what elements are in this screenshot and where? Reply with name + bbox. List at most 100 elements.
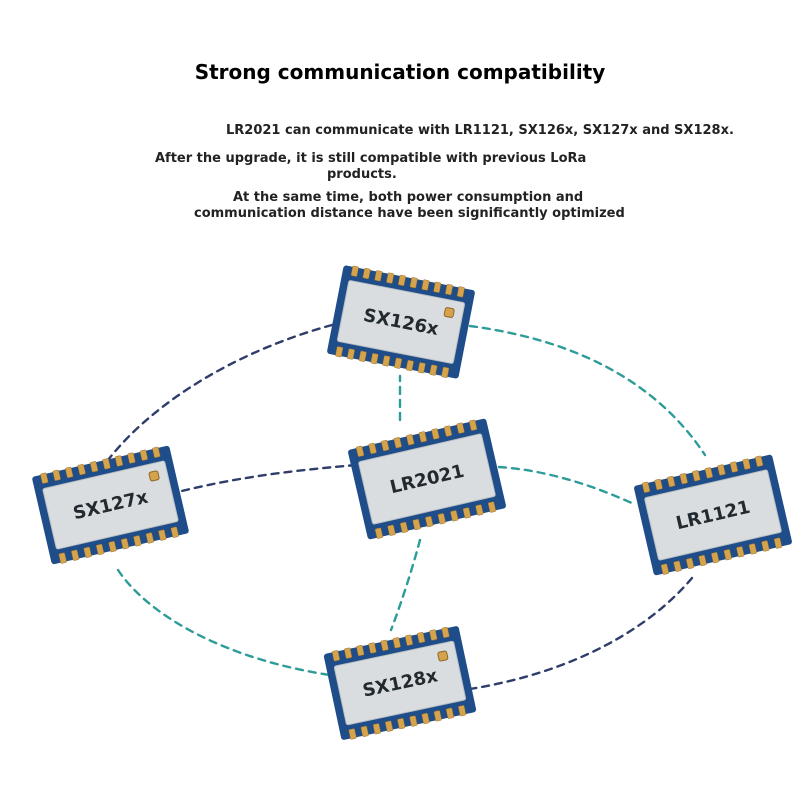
chip-pin-lr1121-top-4 [679,473,688,485]
chip-pin-sx127x-bottom-5 [108,541,117,553]
chip-pin-sx126x-bottom-1 [335,346,344,358]
chip-pin-sx128x-bottom-2 [360,725,369,737]
chip-pin-lr2021-top-6 [418,431,427,443]
connector-top-left [106,323,334,462]
chip-pin-lr2021-bottom-8 [462,507,471,519]
chip-sx128x[interactable]: SX128x [323,625,477,742]
connector-left-bottom [116,568,332,677]
chip-pin-sx128x-top-4 [368,642,377,654]
chip-pin-lr2021-top-8 [443,425,453,437]
chip-pin-lr1121-top-6 [704,467,713,479]
chip-pin-lr1121-bottom-3 [686,557,695,569]
chip-pin-lr2021-top-1 [356,445,365,457]
chip-sx126x[interactable]: SX126x [326,264,475,380]
chip-pin-lr1121-bottom-4 [698,554,707,567]
connector-center-left [164,463,358,497]
chip-pin-sx128x-top-9 [429,629,438,641]
chip-pin-lr1121-bottom-10 [773,537,783,549]
chip-shield-sx126x [337,280,465,364]
optimization-statement-line-1: At the same time, both power consumption… [233,190,584,205]
chip-pin-sx128x-bottom-3 [372,723,381,735]
chip-pin-sx126x-bottom-10 [441,366,450,378]
chip-pin-sx126x-top-6 [409,277,418,289]
chip-pin-lr2021-bottom-9 [475,504,484,516]
chip-pin-sx128x-top-10 [441,626,450,638]
chip-pin-sx128x-top-6 [392,637,401,649]
chip-pin-sx128x-bottom-6 [409,715,418,727]
chip-pin-lr2021-bottom-5 [425,516,434,528]
chip-pin-lr2021-top-9 [456,422,465,434]
page-title: Strong communication compatibility [194,60,606,84]
antenna-pad-sx128x [437,650,449,662]
connector-center-right [497,465,638,507]
chip-pin-sx127x-bottom-2 [71,549,80,561]
antenna-pad-sx127x [148,470,160,482]
chip-pin-sx128x-bottom-8 [433,710,442,722]
connector-right-bottom [468,576,694,691]
chip-pin-lr1121-bottom-5 [711,552,720,564]
chip-shield-lr1121 [644,469,782,561]
chip-pin-sx126x-bottom-4 [370,353,379,365]
chip-pin-sx128x-bottom-1 [348,728,357,740]
upgrade-statement-line-2: products. [327,167,397,182]
chip-pin-sx128x-bottom-4 [385,720,394,732]
chip-pin-sx127x-top-4 [77,464,86,476]
chip-shield-sx127x [42,460,179,550]
chip-pin-sx126x-top-2 [362,268,371,280]
chip-pin-sx128x-top-1 [331,650,340,662]
connector-center-bottom [389,538,422,632]
chip-pin-sx127x-bottom-3 [83,546,92,558]
chip-pin-sx126x-bottom-2 [347,348,355,360]
chip-pin-sx126x-bottom-8 [417,362,426,374]
chip-pin-sx128x-bottom-9 [445,707,454,719]
chip-pin-lr2021-top-5 [406,434,415,446]
chip-pin-sx128x-top-7 [404,634,413,646]
chip-pin-lr2021-bottom-6 [437,513,446,525]
chip-pin-sx126x-bottom-6 [394,357,403,369]
chip-pin-lr1121-top-8 [729,461,739,473]
chip-pin-sx126x-top-7 [421,279,430,291]
chip-pin-lr2021-bottom-4 [412,518,421,531]
chip-pin-sx127x-top-6 [102,458,111,470]
chip-pin-lr2021-top-4 [393,437,402,449]
chip-pin-sx127x-top-2 [52,469,61,481]
chip-pin-sx128x-bottom-5 [397,718,406,730]
chip-pin-lr2021-top-7 [431,428,440,440]
chip-pin-lr2021-bottom-10 [487,501,497,513]
chip-sx127x[interactable]: SX127x [31,444,189,565]
chip-pin-lr1121-top-2 [654,478,663,490]
chip-pin-sx126x-top-8 [433,281,442,293]
antenna-pad-sx126x [443,307,455,318]
chip-pin-sx127x-top-1 [40,472,49,484]
chip-pin-lr2021-top-2 [368,442,377,454]
chip-pin-lr1121-bottom-2 [673,560,682,572]
chip-pin-lr1121-bottom-6 [723,549,732,561]
chip-pin-lr2021-top-10 [469,419,478,431]
chip-pin-sx126x-top-1 [350,265,359,277]
chip-pin-sx126x-bottom-3 [358,350,367,362]
chip-lr1121[interactable]: LR1121 [633,453,793,577]
connector-top-right [468,324,707,457]
chip-pin-lr1121-top-5 [692,470,701,482]
chip-pin-lr2021-bottom-2 [387,524,396,536]
chip-pin-lr2021-bottom-3 [400,521,409,533]
chip-pin-lr2021-bottom-7 [450,510,459,522]
chip-pin-sx128x-top-3 [356,645,365,657]
compatibility-statement: LR2021 can communicate with LR1121, SX12… [226,123,734,138]
chip-pin-lr1121-top-7 [717,464,726,476]
chip-pin-lr2021-bottom-1 [374,527,384,539]
chip-pin-sx126x-top-5 [398,274,406,286]
chip-pin-sx127x-bottom-9 [158,529,167,541]
chip-pin-sx127x-top-10 [152,446,161,458]
chip-pin-lr1121-top-1 [642,481,651,493]
chip-pin-lr1121-bottom-1 [660,563,670,575]
optimization-statement-line-2: communication distance have been signifi… [194,206,625,221]
chip-pin-lr1121-top-9 [742,458,751,470]
chip-pin-sx127x-top-9 [139,449,148,461]
chip-lr2021[interactable]: LR2021 [347,417,507,541]
chip-pin-sx126x-top-9 [445,284,453,296]
chip-pin-sx127x-bottom-1 [58,552,67,564]
chip-pin-lr1121-bottom-9 [761,540,770,552]
